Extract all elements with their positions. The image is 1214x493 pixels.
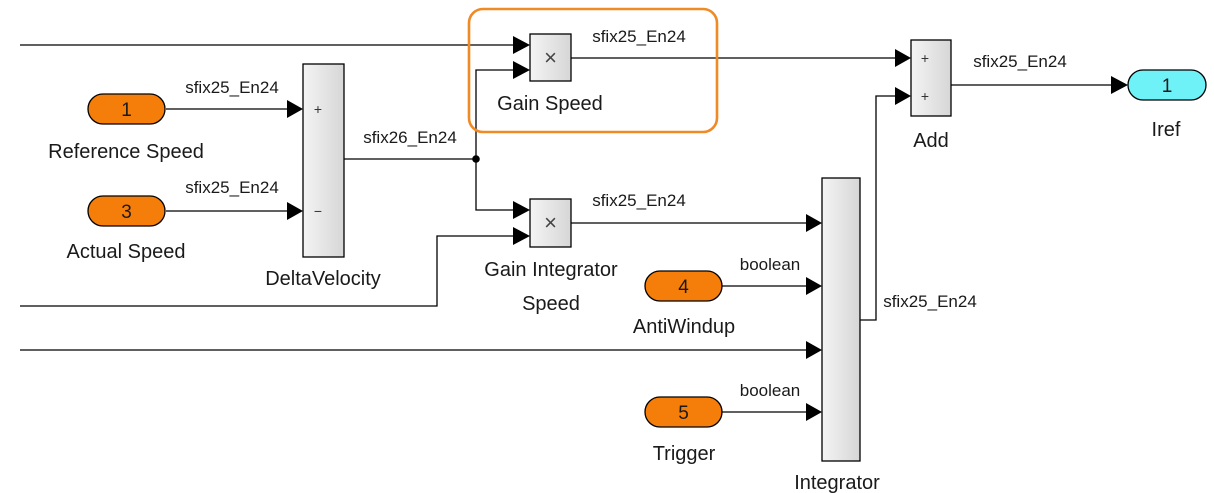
signal-label-integrator-out: sfix25_En24 [883,292,977,311]
block-integrator[interactable]: Integrator [794,177,880,493]
arrow-gain-integrator-in1 [513,201,530,219]
inport-label: Trigger [653,443,716,465]
block-label-line1: Gain Integrator [484,259,618,281]
signal-label-gain-integrator-out: sfix25_En24 [592,191,686,210]
block-gain-integrator-speed[interactable]: × Gain Integrator Speed [484,198,618,315]
inport-label: AntiWindup [633,316,735,338]
arrow-add-in2 [895,87,911,105]
inport-antiwindup[interactable]: 4 AntiWindup [633,270,735,338]
inport-number: 3 [121,202,132,223]
block-label-line2: Speed [522,293,580,315]
signal-lines [20,44,1114,413]
wire-branch-gain-integrator[interactable] [475,159,514,211]
wire-integrator-out[interactable] [860,95,897,321]
arrow-delta-plus [287,100,303,118]
signal-label-antiwindup: boolean [740,255,801,274]
block-add[interactable]: + + Add [910,39,952,152]
signal-label-delta-out: sfix26_En24 [363,128,457,147]
block-gain-speed[interactable]: × Gain Speed [497,33,603,115]
signal-label-trigger: boolean [740,381,801,400]
inport-actual-speed[interactable]: 3 Actual Speed [67,195,186,263]
inport-label: Reference Speed [48,141,204,163]
arrow-add-in1 [895,49,911,67]
arrow-gain-integrator-in2 [513,227,530,245]
outport-number: 1 [1162,76,1173,97]
multiply-symbol: × [544,45,557,70]
inport-number: 1 [121,100,132,121]
inport-number: 4 [678,277,689,298]
outport-iref[interactable]: 1 Iref [1127,69,1207,141]
arrow-iref-in [1111,76,1128,94]
block-label: Integrator [794,472,880,493]
block-label: Add [913,130,949,152]
arrow-gain-speed-in2 [513,61,530,79]
block-label: Gain Speed [497,93,603,115]
inport-trigger[interactable]: 5 Trigger [644,396,723,465]
block-delta-velocity[interactable]: + − DeltaVelocity [265,63,381,290]
selection-highlight [467,7,719,134]
inport-reference-speed[interactable]: 1 Reference Speed [48,93,204,163]
outport-label: Iref [1152,119,1181,141]
sign-plus: + [921,50,929,66]
sign-plus: + [921,88,929,104]
arrow-integrator-in1 [806,214,822,232]
arrow-integrator-in4 [806,403,822,421]
signal-labels: sfix25_En24 sfix25_En24 sfix26_En24 sfix… [185,27,1067,400]
wire-bottom-left-input[interactable] [20,235,514,307]
sign-minus: − [314,203,322,219]
inport-number: 5 [678,403,689,424]
signal-label-add-out: sfix25_En24 [973,52,1067,71]
multiply-symbol: × [544,210,557,235]
arrow-gain-speed-in1 [513,36,530,54]
inport-label: Actual Speed [67,241,186,263]
arrowheads [287,36,1128,421]
branch-point [472,155,480,163]
block-label: DeltaVelocity [265,268,381,290]
signal-label-actual: sfix25_En24 [185,178,279,197]
signal-label-ref: sfix25_En24 [185,78,279,97]
arrow-integrator-in3 [806,341,822,359]
arrow-integrator-in2 [806,277,822,295]
signal-label-gain-speed-out: sfix25_En24 [592,27,686,46]
arrow-delta-minus [287,202,303,220]
sign-plus: + [314,101,322,117]
